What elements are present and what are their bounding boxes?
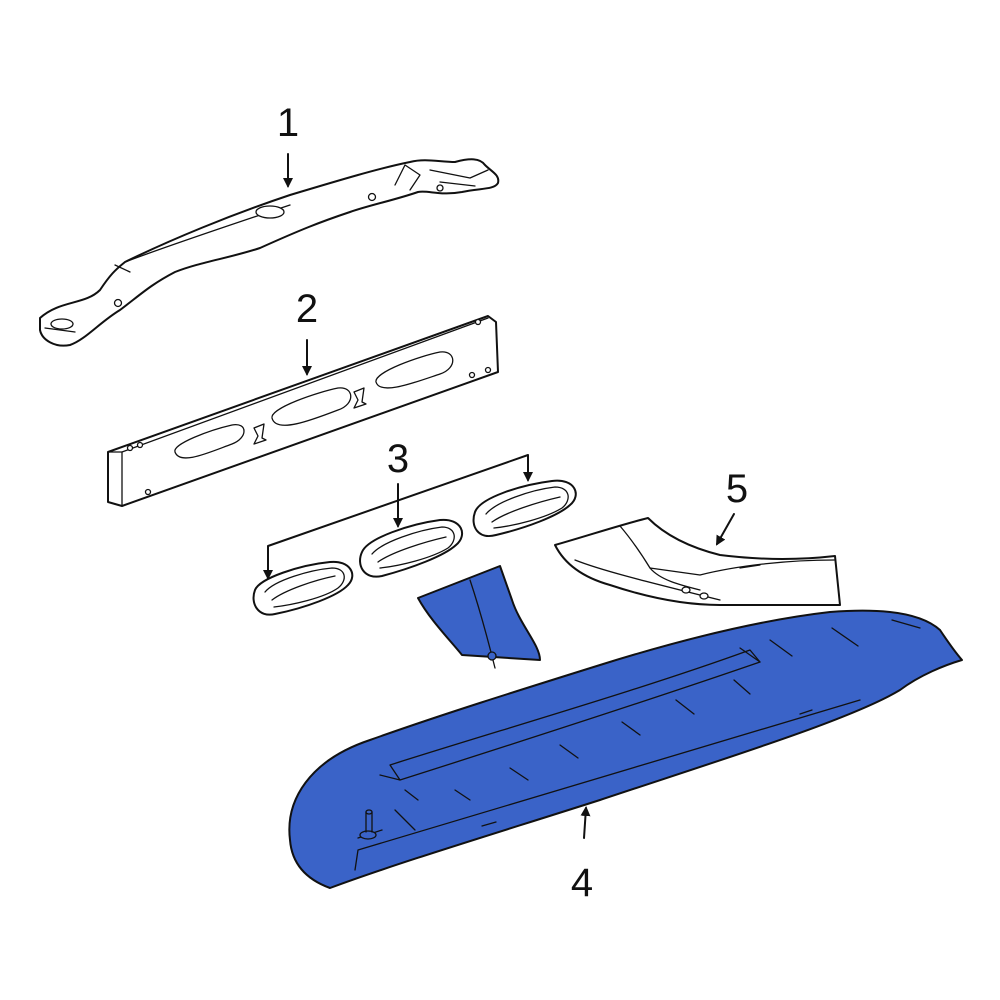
callout-2: 2 [296,287,318,331]
callout-1: 1 [277,101,299,145]
leader-5 [716,513,735,546]
part-1-support-bar[interactable] [39,158,500,347]
part-3-vent-grommet-middle[interactable] [359,518,464,578]
part-3-vent-grommet-left[interactable] [252,560,354,616]
part-2-vent-panel[interactable] [107,315,499,507]
part-4-shelf-panel[interactable] [288,565,963,889]
callout-4: 4 [571,861,593,905]
callout-leaders [263,153,735,839]
callout-3: 3 [387,437,409,481]
part-3-vent-grommet-right[interactable] [472,479,577,538]
leader-4 [580,806,591,839]
part-5-bracket[interactable] [554,517,841,607]
callout-5: 5 [726,467,748,511]
